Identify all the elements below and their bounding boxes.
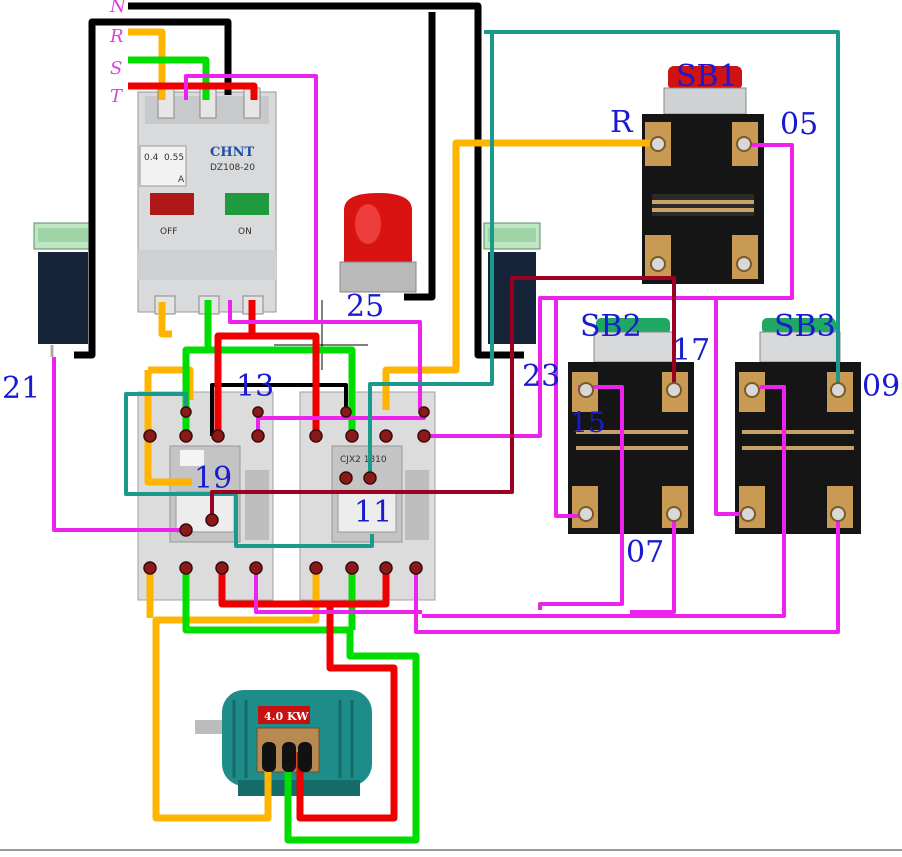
wire-darkred (210, 276, 676, 520)
terminal-label-11: 11 (354, 495, 392, 530)
button-label-sb1: SB1 (676, 59, 738, 94)
push-button-sb3 (735, 318, 861, 534)
breaker-unit: A (178, 175, 185, 185)
contactor-model: CJX2 1810 (340, 455, 387, 465)
breaker-brand: CHNT (210, 145, 255, 160)
indicator-lamp-left (33, 222, 93, 357)
wire-red (128, 82, 398, 822)
terminal-label-07: 07 (626, 535, 664, 570)
terminal-label-17: 17 (672, 333, 710, 368)
wire-magenta (52, 74, 840, 634)
breaker-off-label: OFF (160, 227, 177, 237)
phase-label-r: R (109, 26, 124, 47)
button-terminal-screws (578, 136, 846, 522)
terminal-screws (143, 406, 431, 575)
breaker-on-label: ON (238, 227, 252, 237)
breaker-range-max: 0.55 (164, 153, 184, 163)
breaker-on-button[interactable] (225, 193, 269, 215)
sb1-cap[interactable] (668, 66, 742, 90)
terminal-label-15: 15 (570, 406, 606, 439)
terminal-label-r: R (610, 105, 634, 140)
sb3-cap[interactable] (762, 318, 836, 334)
motor-terminals (262, 742, 312, 772)
wire-teal (124, 30, 840, 548)
button-label-sb2: SB2 (580, 309, 642, 344)
terminal-label-23: 23 (522, 359, 560, 394)
phase-label-t: T (110, 86, 124, 107)
circuit-breaker: CHNT DZ108-20 0.4 0.55 A OFF ON (137, 87, 277, 315)
push-button-sb1 (642, 66, 764, 284)
button-label-sb3: SB3 (774, 309, 836, 344)
phase-label-s: S (110, 58, 122, 79)
phase-label-n: N (109, 0, 127, 17)
motor-rating: 4.0 KW (264, 710, 309, 723)
terminal-label-21: 21 (2, 371, 40, 406)
terminal-label-25: 25 (346, 289, 384, 324)
breaker-off-button[interactable] (150, 193, 194, 215)
wire-black (74, 2, 524, 359)
terminal-label-13: 13 (236, 369, 274, 404)
motor: 4.0 KW (195, 690, 372, 796)
terminal-label-05: 05 (780, 107, 818, 142)
breaker-model: DZ108-20 (210, 163, 255, 173)
terminal-label-19: 19 (194, 461, 232, 496)
sb2-cap[interactable] (596, 318, 670, 334)
breaker-range-min: 0.4 (144, 153, 159, 163)
terminal-label-09: 09 (862, 369, 900, 404)
wire-black-control (210, 300, 368, 436)
alarm-beacon (339, 193, 417, 293)
